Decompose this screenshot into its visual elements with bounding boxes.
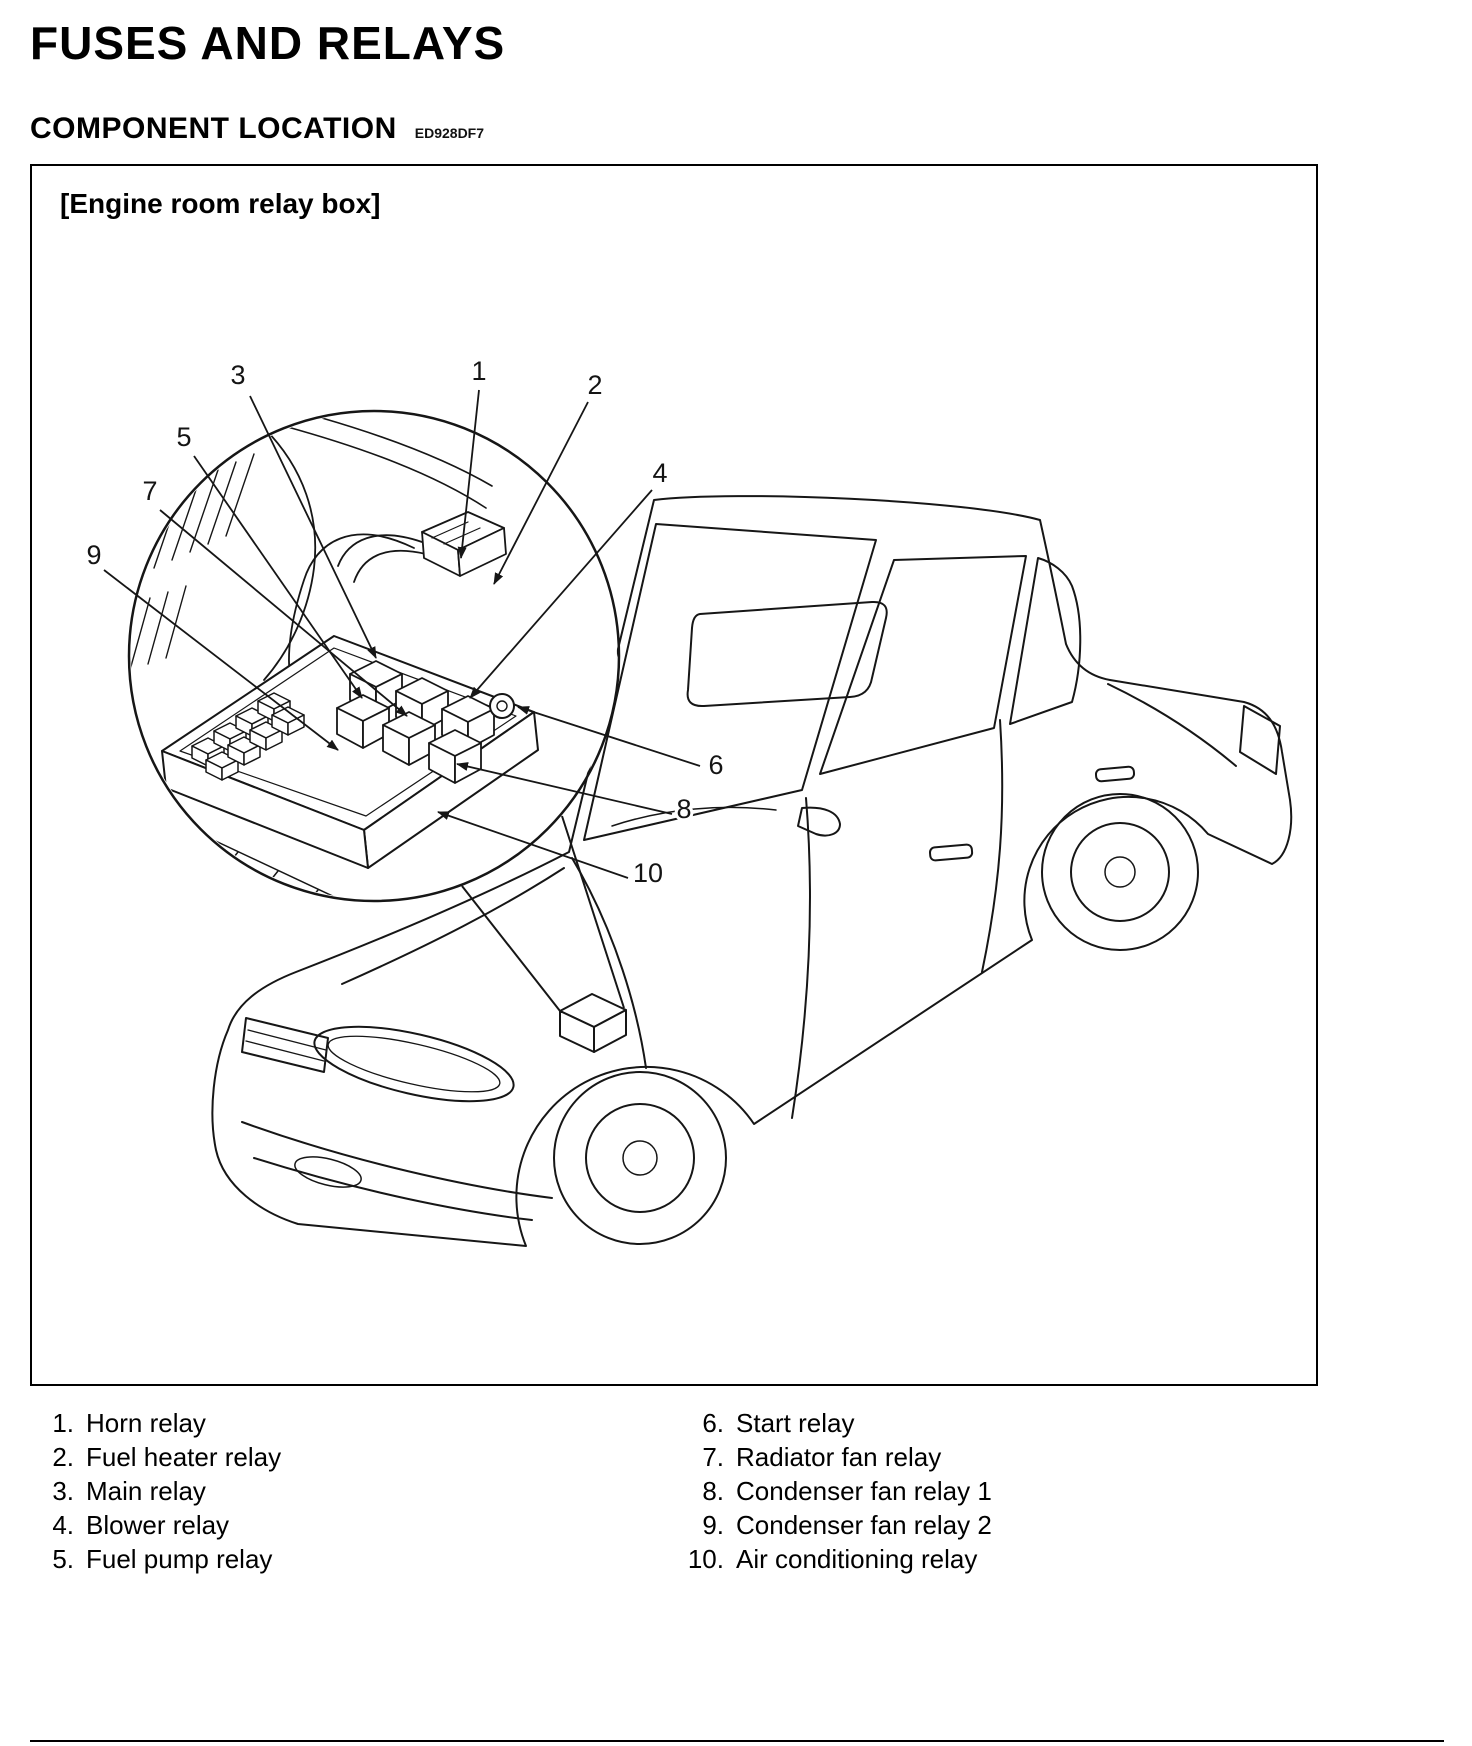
rear-wheel-hub bbox=[1104, 856, 1136, 888]
legend-item-number: 5. bbox=[52, 1544, 74, 1574]
page-bottom-rule bbox=[30, 1740, 1444, 1742]
legend-item-label: Blower relay bbox=[86, 1510, 230, 1540]
grille bbox=[241, 1017, 329, 1073]
legend-item-number: 6. bbox=[702, 1408, 724, 1438]
legend-item-label: Fuel heater relay bbox=[86, 1442, 282, 1472]
legend-item-label: Horn relay bbox=[86, 1408, 206, 1438]
callout-number-6: 6 bbox=[708, 750, 723, 780]
front-wheel-rim bbox=[585, 1103, 695, 1213]
legend-item-label: Radiator fan relay bbox=[736, 1442, 942, 1472]
legend-item-number: 7. bbox=[702, 1442, 724, 1472]
front-door-window bbox=[819, 555, 1027, 775]
car-body-outline bbox=[211, 495, 1293, 1247]
leader-1 bbox=[457, 389, 480, 559]
callout-numbers: 1 2 3 4 5 6 7 8 9 10 bbox=[83, 353, 726, 891]
leader-2 bbox=[493, 401, 589, 585]
front-wheel-tire bbox=[553, 1071, 727, 1245]
leader-5 bbox=[193, 455, 363, 699]
grille-slats bbox=[245, 1029, 327, 1062]
legend: 1. Horn relay 2. Fuel heater relay 3. Ma… bbox=[30, 1406, 1472, 1576]
legend-item-label: Start relay bbox=[736, 1408, 855, 1438]
car-illustration bbox=[211, 495, 1293, 1247]
legend-item-number: 2. bbox=[52, 1442, 74, 1472]
rear-quarter-window bbox=[1009, 557, 1082, 725]
legend-item: 7. Radiator fan relay bbox=[680, 1440, 992, 1474]
side-mirror bbox=[797, 806, 841, 837]
callout-number-3: 3 bbox=[230, 360, 245, 390]
legend-item-label: Condenser fan relay 2 bbox=[736, 1510, 992, 1540]
legend-item-number: 3. bbox=[52, 1476, 74, 1506]
legend-item: 1. Horn relay bbox=[30, 1406, 680, 1440]
wiring-harness bbox=[288, 533, 427, 699]
callout-number-8: 8 bbox=[676, 794, 691, 824]
fog-light bbox=[294, 1156, 362, 1188]
leader-8 bbox=[456, 762, 673, 815]
relay-box-location-marker bbox=[559, 993, 627, 1053]
legend-item: 4. Blower relay bbox=[30, 1508, 680, 1542]
component-location-diagram: 1 2 3 4 5 6 7 8 9 10 bbox=[83, 353, 1293, 1247]
legend-item-number: 10. bbox=[687, 1544, 724, 1574]
rear-wheel-tire bbox=[1041, 793, 1199, 951]
leader-6 bbox=[517, 706, 701, 767]
callout-number-5: 5 bbox=[176, 422, 191, 452]
callout-number-10: 10 bbox=[633, 858, 663, 888]
callout-number-7: 7 bbox=[142, 476, 157, 506]
headlight-inner bbox=[327, 1035, 501, 1093]
legend-item: 2. Fuel heater relay bbox=[30, 1440, 680, 1474]
leader-4 bbox=[469, 489, 653, 699]
legend-item-number: 4. bbox=[52, 1510, 74, 1540]
rear-door-seam bbox=[981, 719, 1004, 973]
legend-item-number: 8. bbox=[702, 1476, 724, 1506]
front-door-seam bbox=[791, 797, 811, 1119]
leader-10 bbox=[437, 811, 629, 879]
magnifier-wedge-lines bbox=[461, 815, 625, 1012]
component-location-figure: [Engine room relay box] bbox=[30, 164, 1318, 1386]
figure-label: [Engine room relay box] bbox=[60, 188, 381, 219]
callout-number-1: 1 bbox=[471, 356, 486, 386]
bumper-line-1 bbox=[241, 1121, 553, 1199]
legend-item-number: 9. bbox=[702, 1510, 724, 1540]
legend-item: 10. Air conditioning relay bbox=[680, 1542, 992, 1576]
callout-number-2: 2 bbox=[587, 370, 602, 400]
hood-crease bbox=[341, 867, 565, 985]
windshield bbox=[583, 523, 877, 841]
front-wheel-hub bbox=[622, 1140, 658, 1176]
callout-number-9: 9 bbox=[86, 540, 101, 570]
legend-column-right: 6. Start relay 7. Radiator fan relay 8. … bbox=[680, 1406, 992, 1576]
legend-item-label: Fuel pump relay bbox=[86, 1544, 273, 1574]
manual-page: FUSES AND RELAYS COMPONENT LOCATION ED92… bbox=[30, 17, 1472, 1576]
bumper-line-2 bbox=[253, 1157, 533, 1221]
legend-item: 5. Fuel pump relay bbox=[30, 1542, 680, 1576]
legend-item-number: 1. bbox=[52, 1408, 74, 1438]
section-heading: COMPONENT LOCATION bbox=[30, 112, 397, 145]
magnifier-circle bbox=[127, 409, 621, 903]
wiper-line bbox=[611, 806, 777, 827]
rear-wheel-rim bbox=[1070, 822, 1170, 922]
leader-3 bbox=[249, 395, 377, 659]
legend-item: 6. Start relay bbox=[680, 1406, 992, 1440]
legend-item-label: Condenser fan relay 1 bbox=[736, 1476, 992, 1506]
legend-item: 9. Condenser fan relay 2 bbox=[680, 1508, 992, 1542]
callout-number-4: 4 bbox=[652, 458, 667, 488]
round-cap bbox=[489, 693, 515, 719]
sunroof bbox=[686, 600, 888, 708]
callout-leader-lines bbox=[103, 389, 701, 879]
relay-box-magnified-view bbox=[127, 409, 621, 903]
legend-item-label: Air conditioning relay bbox=[736, 1544, 978, 1574]
rear-door-handle bbox=[1094, 765, 1136, 783]
fender-line bbox=[571, 857, 647, 1069]
page-title: FUSES AND RELAYS bbox=[30, 17, 506, 69]
legend-item: 8. Condenser fan relay 1 bbox=[680, 1474, 992, 1508]
section-code: ED928DF7 bbox=[414, 125, 485, 141]
section-heading-row: COMPONENT LOCATION ED928DF7 bbox=[30, 112, 1472, 146]
legend-item-label: Main relay bbox=[86, 1476, 206, 1506]
trunk-seam bbox=[1107, 683, 1237, 767]
legend-column-left: 1. Horn relay 2. Fuel heater relay 3. Ma… bbox=[30, 1406, 680, 1576]
legend-item: 3. Main relay bbox=[30, 1474, 680, 1508]
taillight bbox=[1239, 705, 1281, 775]
headlight bbox=[313, 1025, 515, 1103]
front-door-handle bbox=[928, 843, 974, 862]
leader-9 bbox=[103, 569, 339, 751]
leader-7 bbox=[159, 509, 408, 717]
